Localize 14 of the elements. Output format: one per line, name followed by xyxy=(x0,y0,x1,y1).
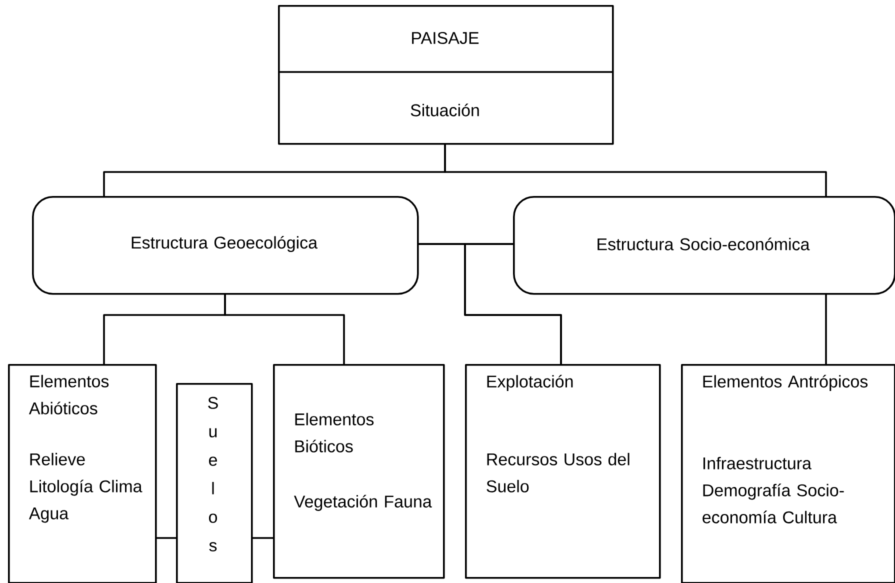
element-box: Explotación Recursos Usos del Suelo xyxy=(465,364,661,579)
element-box: Elementos Abióticos Relieve Litología Clima Agua xyxy=(8,364,157,583)
connector-line xyxy=(825,293,827,364)
structure-box: Estructura Socio-económica xyxy=(513,196,895,295)
element-box: Elementos Antrópicos Infraestructura Demografía Socio-economía Cultura xyxy=(681,364,895,583)
connector-line xyxy=(464,243,562,364)
soil-box: Suelos xyxy=(176,383,253,583)
connector-line xyxy=(251,537,273,539)
connector-line xyxy=(155,537,176,539)
title-box: PAISAJE Situación xyxy=(278,5,614,145)
connector-line xyxy=(224,293,345,364)
structure-box: Estructura Geoecológica xyxy=(32,196,419,295)
element-box: Elementos Bióticos Vegetación Fauna xyxy=(273,364,445,579)
connector-line xyxy=(444,143,827,196)
